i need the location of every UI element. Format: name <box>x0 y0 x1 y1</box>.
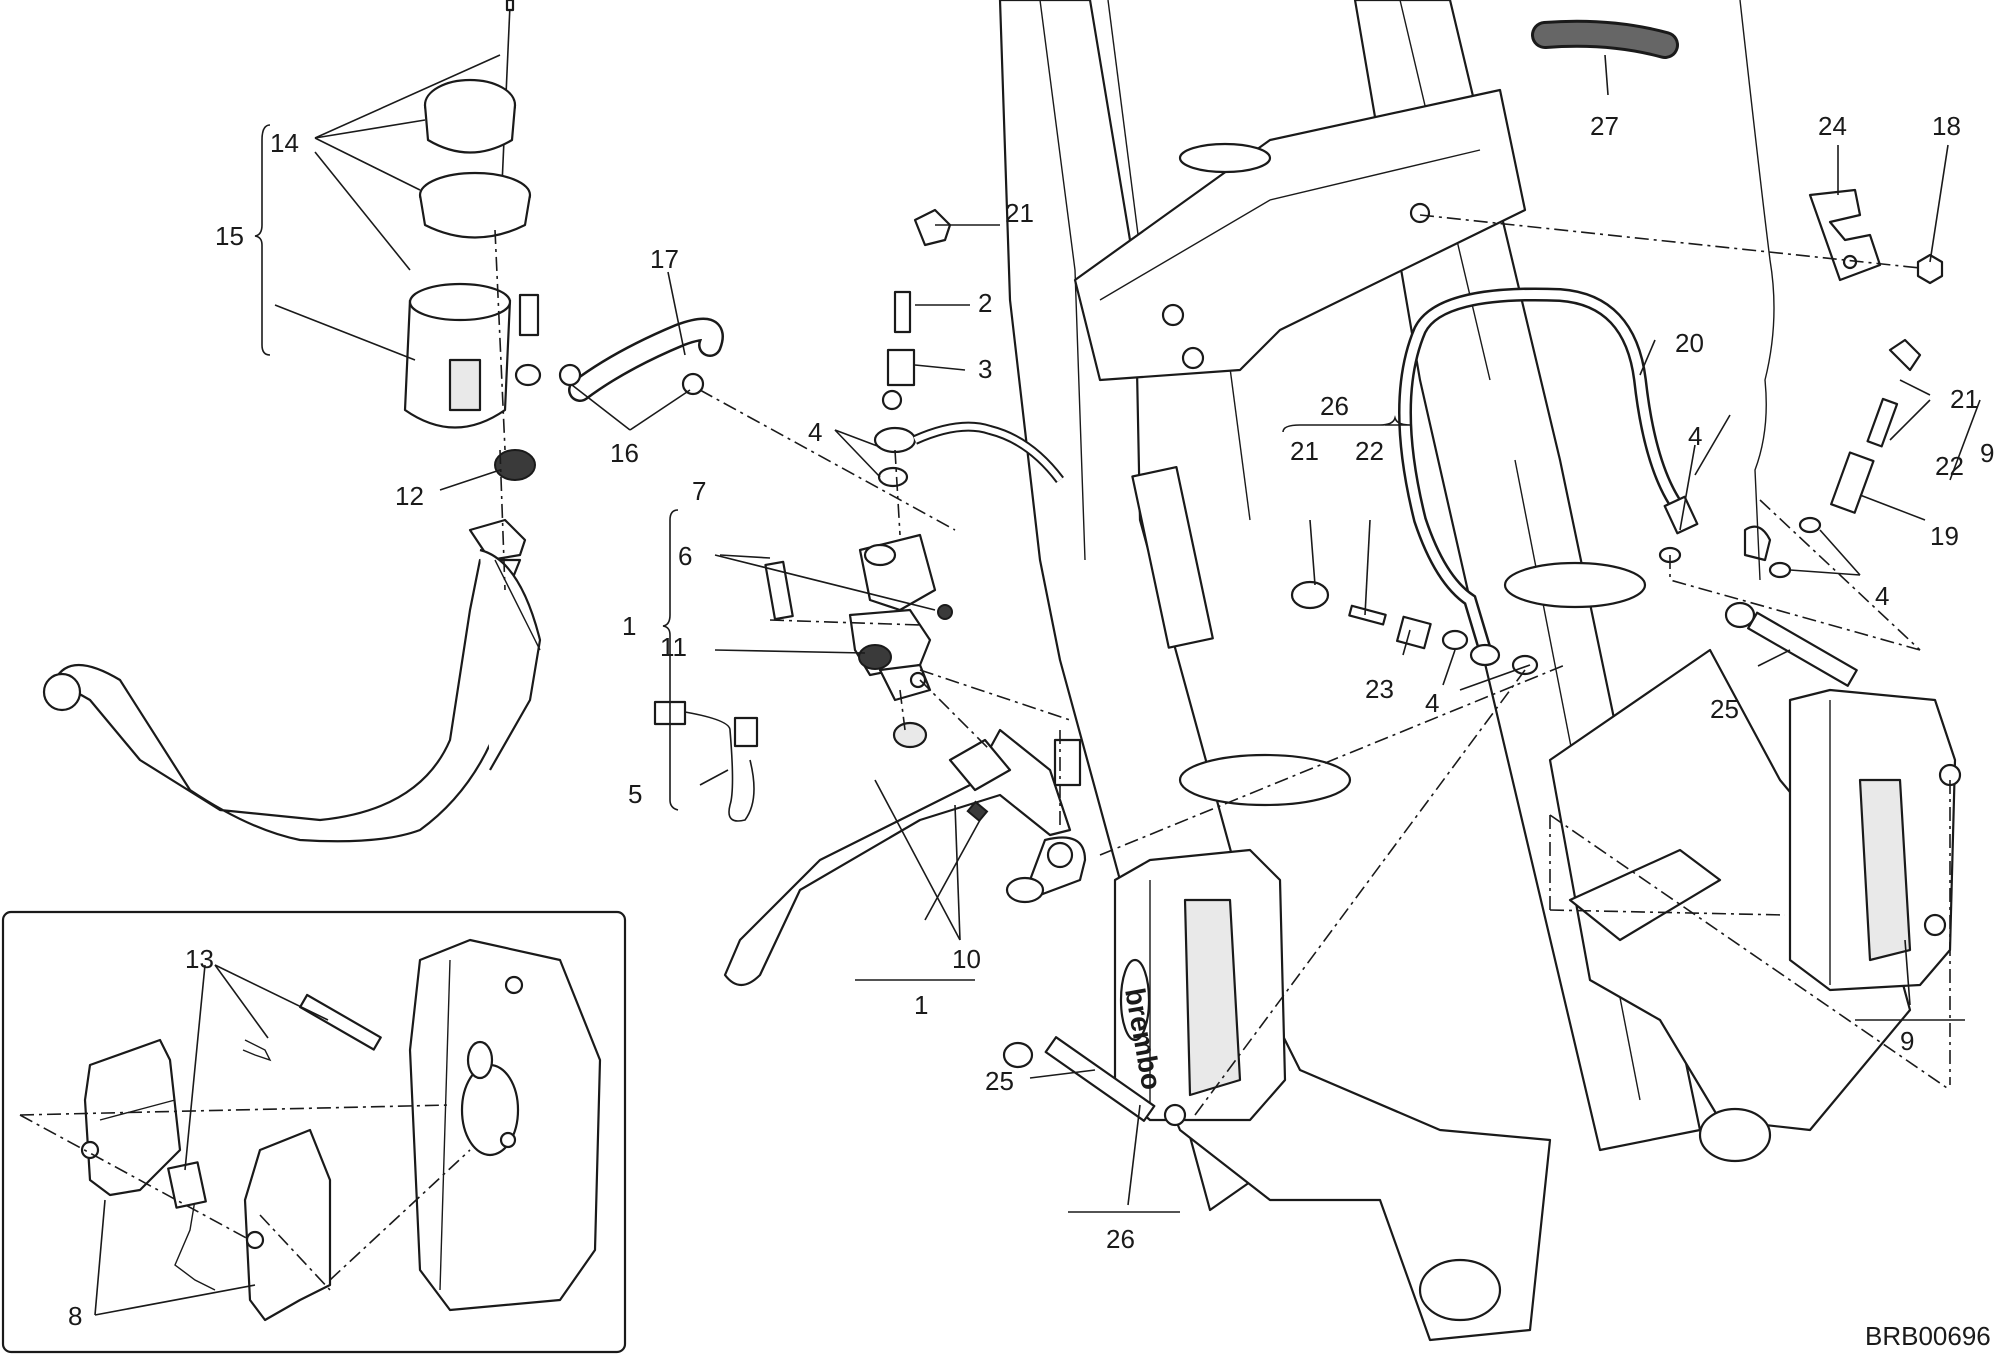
callout-label: 4 <box>1688 421 1702 451</box>
callout-labels: 14 15 17 16 12 21 2 3 4 7 6 1 11 5 10 1 … <box>68 111 1994 1351</box>
callout-label: 3 <box>978 354 992 384</box>
callout-label: 22 <box>1935 451 1964 481</box>
master-cylinder-banjo-fittings <box>873 208 1064 488</box>
callout-label: 19 <box>1930 521 1959 551</box>
callout-label: 2 <box>978 288 992 318</box>
callout-label: 12 <box>395 481 424 511</box>
callout-label: 23 <box>1365 674 1394 704</box>
callout-label: 5 <box>628 779 642 809</box>
callout-label: 27 <box>1590 111 1619 141</box>
callout-label: 21 <box>1950 384 1979 414</box>
caliper-bolts <box>1002 601 1858 1122</box>
callout-label: 26 <box>1106 1224 1135 1254</box>
callout-label: 11 <box>660 632 687 662</box>
callout-label: 13 <box>185 944 214 974</box>
callout-label: 9 <box>1900 1026 1914 1056</box>
callout-label: 4 <box>1425 688 1439 718</box>
callout-label: 1 <box>914 990 928 1020</box>
reservoir-hose <box>558 317 724 402</box>
callout-label: 7 <box>692 476 706 506</box>
callout-label: 22 <box>1355 436 1384 466</box>
callout-label: 21 <box>1005 198 1034 228</box>
callout-label: 26 <box>1320 391 1349 421</box>
callout-label: 6 <box>678 541 692 571</box>
callout-label: 16 <box>610 438 639 468</box>
callout-label: 8 <box>68 1301 82 1331</box>
diagram-reference-code: BRB00696 <box>1865 1321 1991 1351</box>
callout-label: 17 <box>650 244 679 274</box>
callout-label: 10 <box>952 944 981 974</box>
brake-fluid-reservoir <box>403 0 542 481</box>
callout-label: 18 <box>1932 111 1961 141</box>
callout-label: 9 <box>1980 438 1994 468</box>
left-caliper-bleed-fittings <box>1290 580 1539 676</box>
handguard <box>42 518 542 843</box>
right-brake-caliper <box>1788 688 1962 992</box>
brake-master-cylinder <box>723 533 1087 987</box>
callout-label: 24 <box>1818 111 1847 141</box>
callout-label: 4 <box>808 417 822 447</box>
callout-label: 14 <box>270 128 299 158</box>
callout-label: 21 <box>1290 436 1319 466</box>
upper-right-small-parts <box>1531 0 1944 581</box>
callout-label: 20 <box>1675 328 1704 358</box>
right-caliper-fittings <box>1658 338 1922 579</box>
callout-label: 25 <box>985 1066 1014 1096</box>
callout-label: 25 <box>1710 694 1739 724</box>
brake-hose <box>1398 287 1699 667</box>
callout-label: 1 <box>622 611 636 641</box>
brake-pad-inset <box>1 910 627 1354</box>
leader-lines <box>19 54 1981 1316</box>
callout-label: 4 <box>1875 581 1889 611</box>
callout-label: 15 <box>215 221 244 251</box>
left-brake-caliper: brembo <box>1113 848 1287 1127</box>
